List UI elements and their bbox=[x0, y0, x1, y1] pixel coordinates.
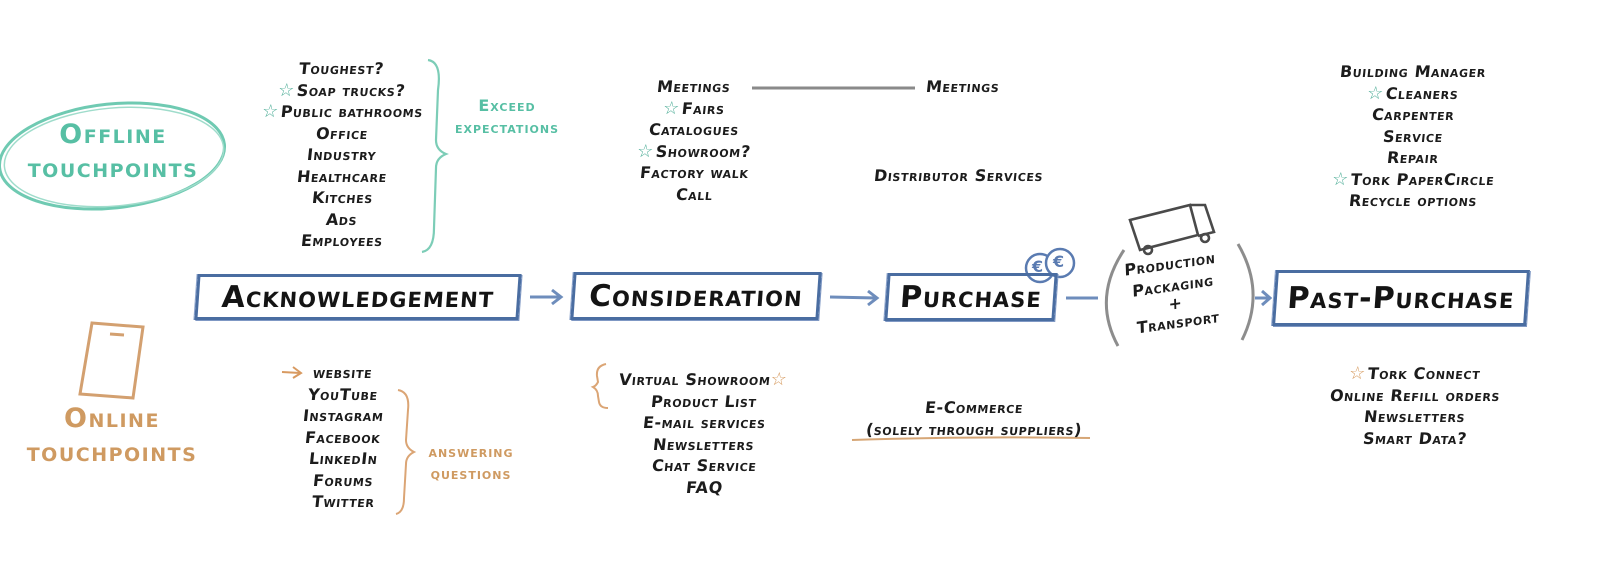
list-item: Service bbox=[1382, 126, 1444, 146]
list-item: ☆Tork PaperCircle bbox=[1330, 168, 1496, 190]
note-line: questions bbox=[430, 464, 512, 483]
note-line: expectations bbox=[454, 118, 560, 137]
online-touchpoints-title: Online touchpoints bbox=[4, 402, 220, 470]
star-icon: ☆ bbox=[636, 140, 655, 162]
list-item: Carpenter bbox=[1370, 105, 1456, 124]
list-item: website bbox=[312, 363, 374, 382]
list-item: Office bbox=[315, 123, 369, 143]
offline-circle bbox=[0, 101, 227, 211]
online-title-line2: touchpoints bbox=[26, 437, 198, 468]
offline-past-purchase-list: Building Manager ☆Cleaners Carpenter Ser… bbox=[1306, 61, 1520, 212]
list-item: E-mail services bbox=[641, 413, 767, 432]
list-item: Factory walk bbox=[638, 163, 750, 182]
offline-purchase-distributor: Distributor Services bbox=[873, 166, 1045, 185]
list-item: (solely through suppliers) bbox=[864, 419, 1084, 439]
list-item: FAQ bbox=[684, 477, 724, 497]
stage-consideration: Consideration bbox=[570, 272, 822, 320]
offline-purchase-meetings: Meetings bbox=[925, 77, 1001, 96]
star-icon: ☆ bbox=[1348, 363, 1368, 384]
star-icon: ☆ bbox=[1366, 82, 1386, 104]
list-item: Kitches bbox=[310, 188, 374, 207]
list-item: E-Commerce bbox=[923, 398, 1025, 417]
list-item: Instagram bbox=[301, 406, 385, 425]
offline-consideration-list: Meetings ☆Fairs Catalogues ☆Showroom? Fa… bbox=[604, 76, 784, 205]
list-item: Twitter bbox=[310, 492, 376, 511]
euro-symbol-2: € bbox=[1053, 252, 1065, 271]
list-item: ☆Tork Connect bbox=[1348, 363, 1482, 384]
online-acknowledgement-note: answering questions bbox=[418, 441, 524, 485]
list-item: Toughest? bbox=[298, 59, 386, 78]
list-item: Newsletters bbox=[1363, 407, 1467, 426]
euro-coins-icon bbox=[1024, 247, 1076, 284]
offline-ack-brace bbox=[421, 58, 449, 254]
list-item: Healthcare bbox=[296, 166, 388, 186]
online-consideration-brace bbox=[590, 363, 609, 409]
online-purchase-list: E-Commerce (solely through suppliers) bbox=[842, 397, 1106, 440]
list-item: ☆Public bathrooms bbox=[260, 101, 424, 122]
offline-acknowledgement-list: Toughest? ☆Soap trucks? ☆Public bathroom… bbox=[232, 58, 452, 252]
list-item: Building Manager bbox=[1339, 62, 1488, 81]
online-consideration-list: Virtual Showroom☆ Product List E-mail se… bbox=[604, 369, 804, 498]
online-acknowledgement-list: website YouTube Instagram Facebook Linke… bbox=[274, 362, 412, 513]
truck-icon bbox=[1128, 203, 1216, 256]
offline-acknowledgement-note: Exceed expectations bbox=[446, 95, 568, 139]
list-item: Product List bbox=[650, 391, 758, 411]
list-item: Call bbox=[674, 184, 714, 204]
stage-purchase: Purchase bbox=[884, 273, 1058, 321]
list-item: Forums bbox=[311, 470, 375, 490]
list-item: YouTube bbox=[307, 384, 379, 404]
list-item: ☆Fairs bbox=[662, 97, 726, 119]
star-icon: ☆ bbox=[260, 101, 280, 122]
list-item: Newsletters bbox=[652, 434, 756, 454]
online-ack-brace bbox=[395, 389, 417, 515]
online-title-line1: Online bbox=[64, 403, 160, 434]
stage-acknowledgement: Acknowledgement bbox=[194, 274, 522, 320]
star-icon: ☆ bbox=[277, 79, 297, 101]
production-step: Production Packaging + Transport bbox=[1107, 245, 1241, 342]
list-item: Chat Service bbox=[650, 456, 758, 475]
list-item: Virtual Showroom☆ bbox=[617, 369, 789, 390]
offline-title-line2: touchpoints bbox=[27, 153, 199, 184]
euro-symbol-1: € bbox=[1032, 257, 1044, 276]
star-icon: ☆ bbox=[662, 97, 682, 119]
note-line: answering bbox=[428, 442, 514, 461]
stage-past-purchase: Past-Purchase bbox=[1272, 270, 1530, 326]
list-item: Recycle options bbox=[1347, 191, 1479, 210]
list-item: Facebook bbox=[304, 427, 382, 447]
list-item: Employees bbox=[300, 231, 384, 250]
list-item: Ads bbox=[325, 209, 359, 229]
list-item: Industry bbox=[306, 145, 378, 164]
offline-touchpoints-title: Offline touchpoints bbox=[8, 118, 218, 186]
list-item: ☆Cleaners bbox=[1366, 82, 1460, 104]
list-item: ☆Showroom? bbox=[636, 140, 752, 162]
star-icon: ☆ bbox=[1330, 168, 1350, 190]
note-line: Exceed bbox=[478, 96, 536, 115]
list-item: Meetings bbox=[656, 77, 732, 96]
list-item: Online Refill orders bbox=[1328, 385, 1502, 405]
list-item: Smart Data? bbox=[1362, 428, 1469, 448]
list-item: Repair bbox=[1386, 148, 1440, 167]
online-past-purchase-list: ☆Tork Connect Online Refill orders Newsl… bbox=[1308, 363, 1522, 449]
phone-icon bbox=[78, 321, 145, 400]
list-item: LinkedIn bbox=[307, 449, 379, 468]
star-icon: ☆ bbox=[769, 369, 789, 390]
list-item: ☆Soap trucks? bbox=[277, 79, 407, 101]
offline-title-line1: Offline bbox=[59, 119, 167, 150]
list-item: Catalogues bbox=[648, 120, 740, 139]
